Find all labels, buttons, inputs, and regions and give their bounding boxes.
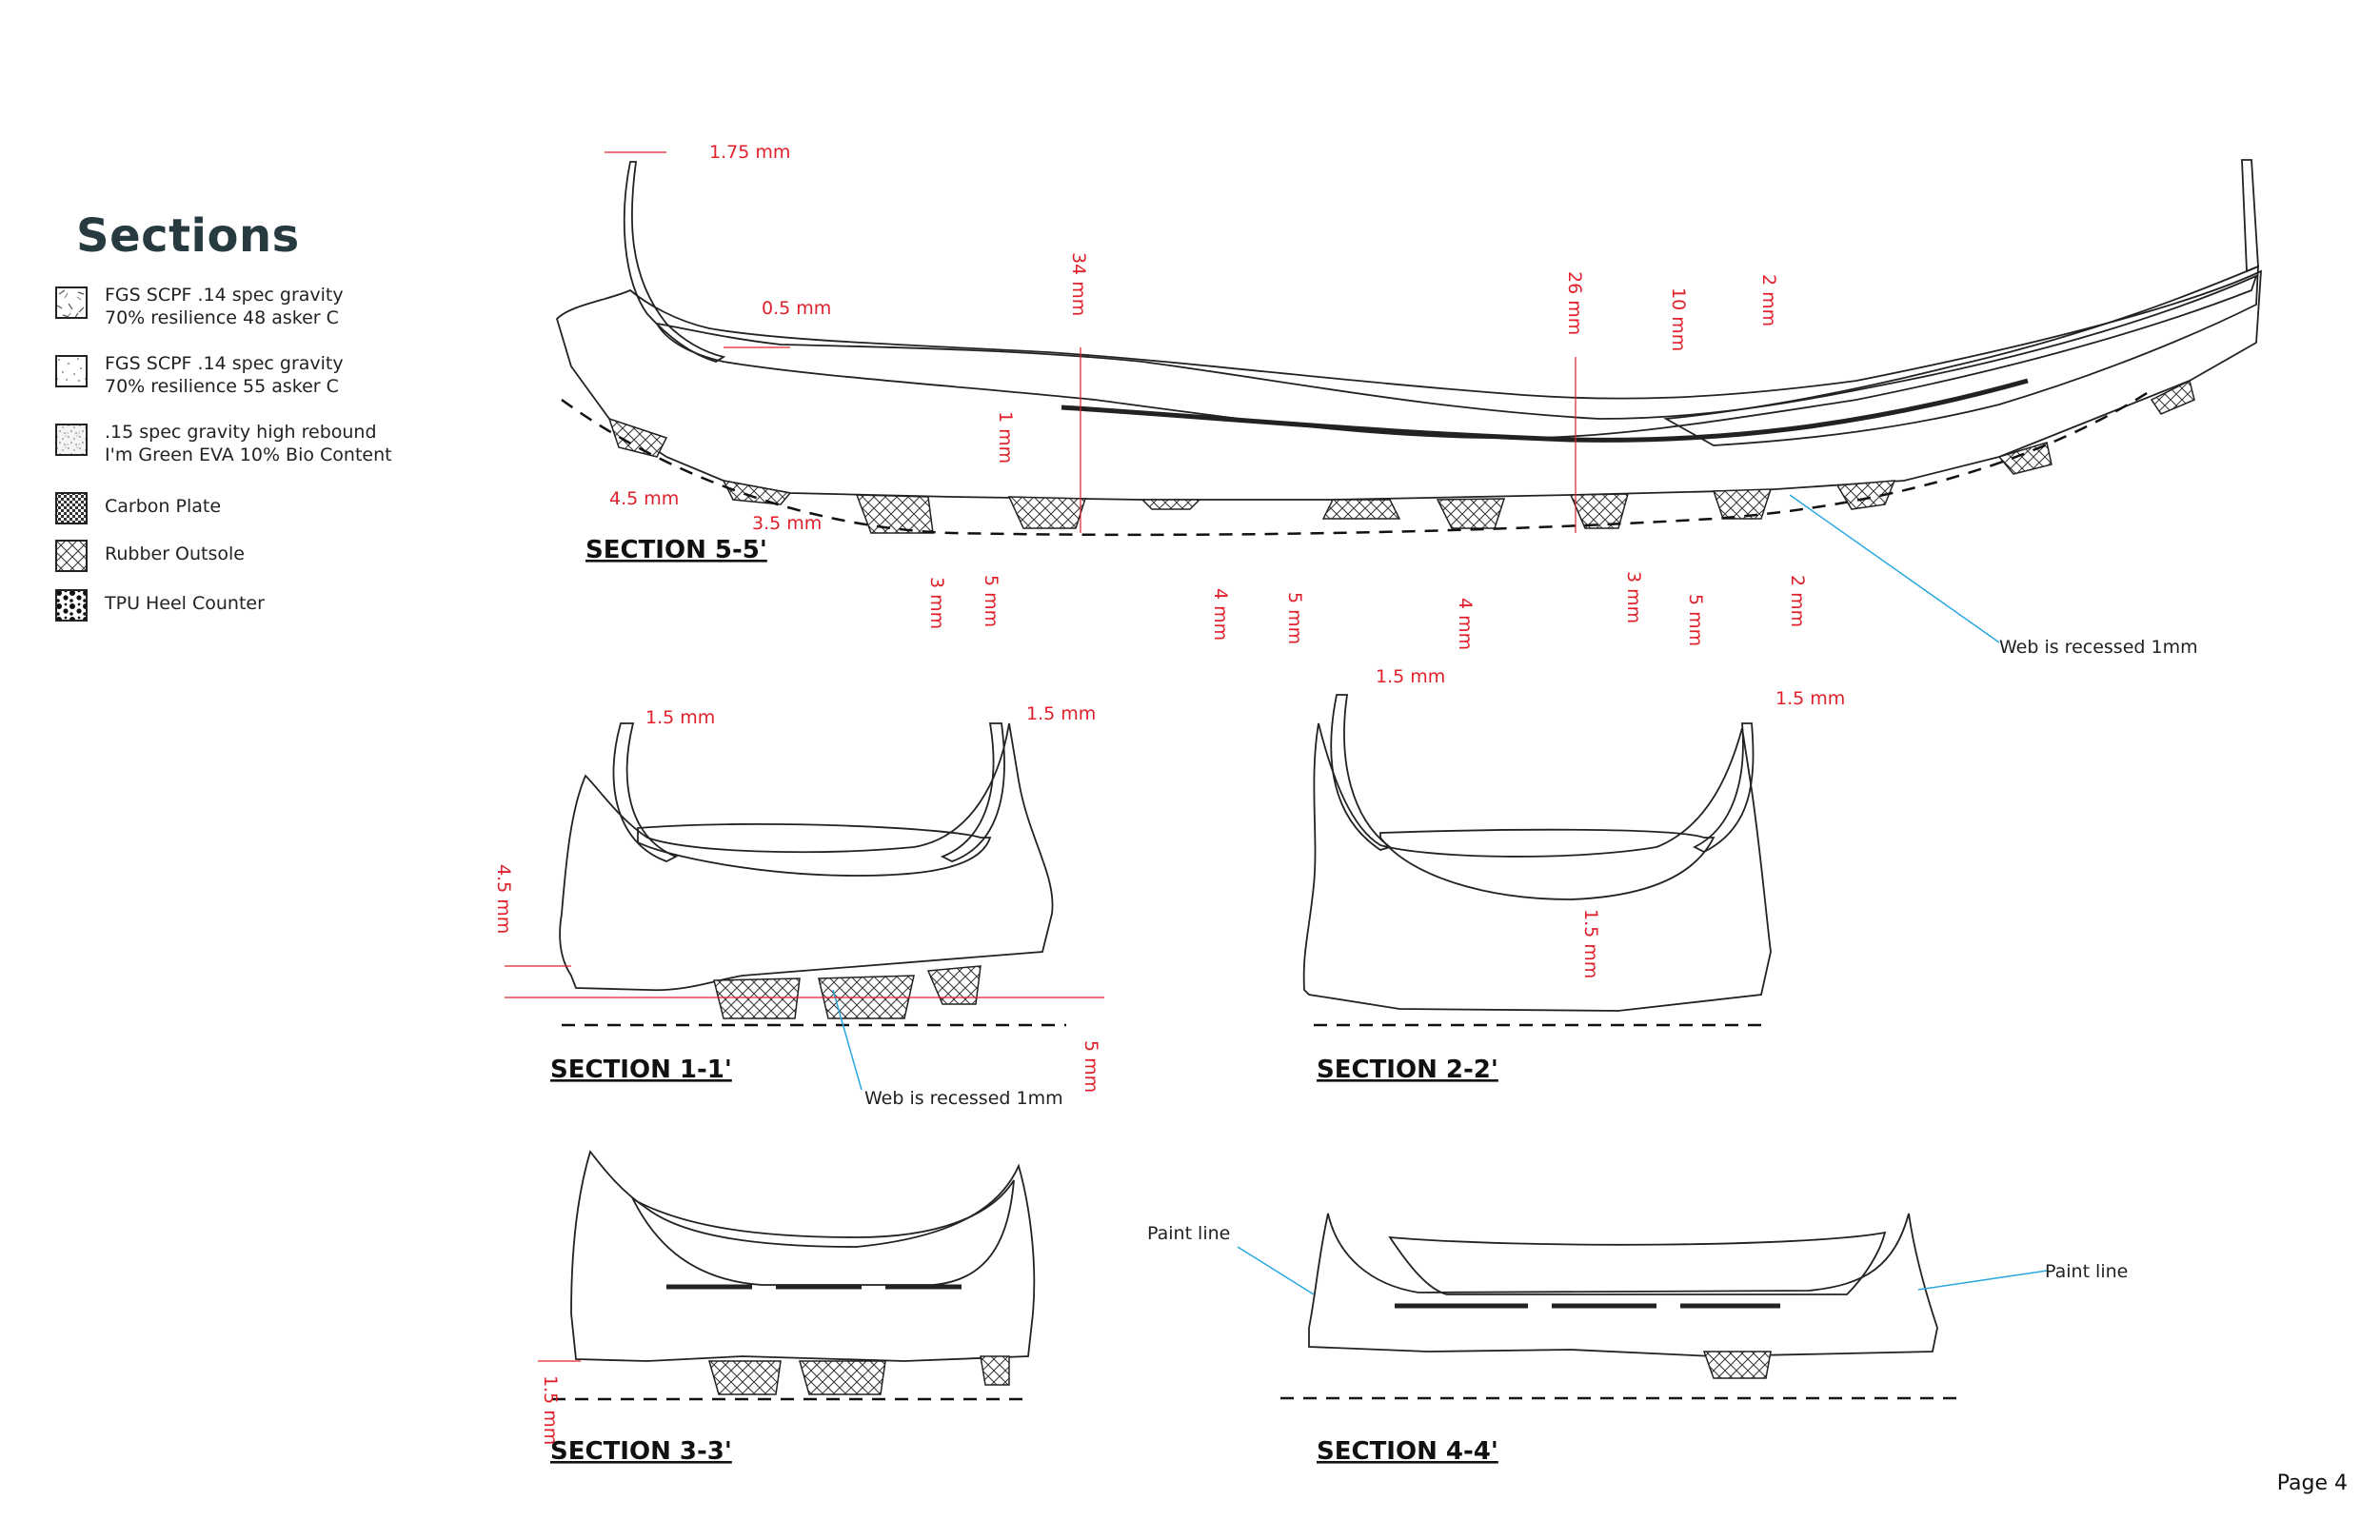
dim-label: 4.5 mm: [493, 864, 514, 934]
dim-label: 2 mm: [1758, 274, 1779, 326]
rubber-outsole-swatch-icon: [55, 540, 88, 572]
dim-label: 4.5 mm: [609, 488, 679, 509]
section-5-5-drawing: Web is recessed 1mm SECTION 5-5' 1.75 mm…: [555, 142, 2262, 658]
dim-label: 1.5 mm: [1580, 909, 1601, 978]
legend-line1: Rubber Outsole: [105, 543, 245, 564]
section-4-4-drawing: Paint line Paint line SECTION 4-4': [1147, 1213, 2128, 1466]
legend-line1: TPU Heel Counter: [105, 593, 265, 614]
dim-label: 5 mm: [1284, 592, 1305, 644]
page-number: Page 4: [2276, 1471, 2348, 1495]
dim-label: 5 mm: [981, 575, 1002, 627]
paint-line-note-right: Paint line: [2045, 1261, 2128, 1282]
section-4-4-label: SECTION 4-4': [1317, 1437, 1498, 1466]
section-3-3-label: SECTION 3-3': [550, 1437, 732, 1466]
section-2-2-label: SECTION 2-2': [1317, 1056, 1498, 1084]
section-1-1-drawing: Web is recessed 1mm SECTION 1-1' 1.5 mm …: [493, 703, 1104, 1109]
dim-label: 0.5 mm: [762, 298, 831, 319]
dim-label: 1.5 mm: [540, 1375, 561, 1445]
dim-label: 1.75 mm: [709, 142, 790, 163]
legend-line1: Carbon Plate: [105, 496, 222, 517]
legend-line2: 70% resilience 55 asker C: [105, 376, 339, 397]
dim-label: 1 mm: [995, 411, 1016, 464]
dim-label: 4 mm: [1455, 598, 1476, 650]
tpu-heel-counter-swatch-icon: [55, 589, 88, 622]
section-5-5-label: SECTION 5-5': [585, 536, 767, 564]
section-3-3-drawing: SECTION 3-3' 1.5 mm: [538, 1150, 1036, 1466]
dim-label: 1.5 mm: [645, 707, 715, 728]
section-1-1-note: Web is recessed 1mm: [864, 1088, 1063, 1109]
section-5-5-note: Web is recessed 1mm: [1999, 637, 2198, 658]
dim-label: 1.5 mm: [1775, 688, 1845, 709]
dim-label: 5 mm: [1685, 594, 1706, 646]
dim-label: 10 mm: [1668, 287, 1689, 351]
dim-label: 4 mm: [1210, 588, 1231, 641]
carbon-plate-swatch-icon: [55, 492, 88, 524]
paint-line-note-left: Paint line: [1147, 1223, 1230, 1244]
page-title: Sections: [76, 209, 300, 263]
section-1-1-label: SECTION 1-1': [550, 1056, 732, 1084]
fgs-55c-swatch-icon: [55, 355, 88, 387]
legend-line2: I'm Green EVA 10% Bio Content: [105, 444, 392, 465]
section-5-5-dims: 1.75 mm 0.5 mm 4.5 mm 3.5 mm 34 mm 1 mm …: [605, 142, 1808, 650]
dim-label: 1.5 mm: [1376, 666, 1445, 687]
legend-line1: FGS SCPF .14 spec gravity: [105, 353, 344, 374]
dim-label: 3.5 mm: [752, 513, 822, 534]
legend-line1: .15 spec gravity high rebound: [105, 422, 377, 443]
dim-label: 3 mm: [1623, 571, 1644, 623]
dim-label: 5 mm: [1081, 1040, 1101, 1093]
legend-line2: 70% resilience 48 asker C: [105, 307, 339, 328]
dim-label: 1.5 mm: [1026, 703, 1096, 724]
fgs-48c-swatch-icon: [55, 286, 88, 319]
dim-label: 3 mm: [926, 577, 947, 629]
legend-line1: FGS SCPF .14 spec gravity: [105, 285, 344, 306]
dim-label: 2 mm: [1787, 575, 1808, 627]
dim-label: 34 mm: [1068, 252, 1089, 316]
dim-label: 26 mm: [1564, 271, 1585, 335]
eva-swatch-icon: [55, 424, 88, 456]
section-2-2-drawing: SECTION 2-2' 1.5 mm 1.5 mm 1.5 mm: [1302, 666, 1845, 1084]
